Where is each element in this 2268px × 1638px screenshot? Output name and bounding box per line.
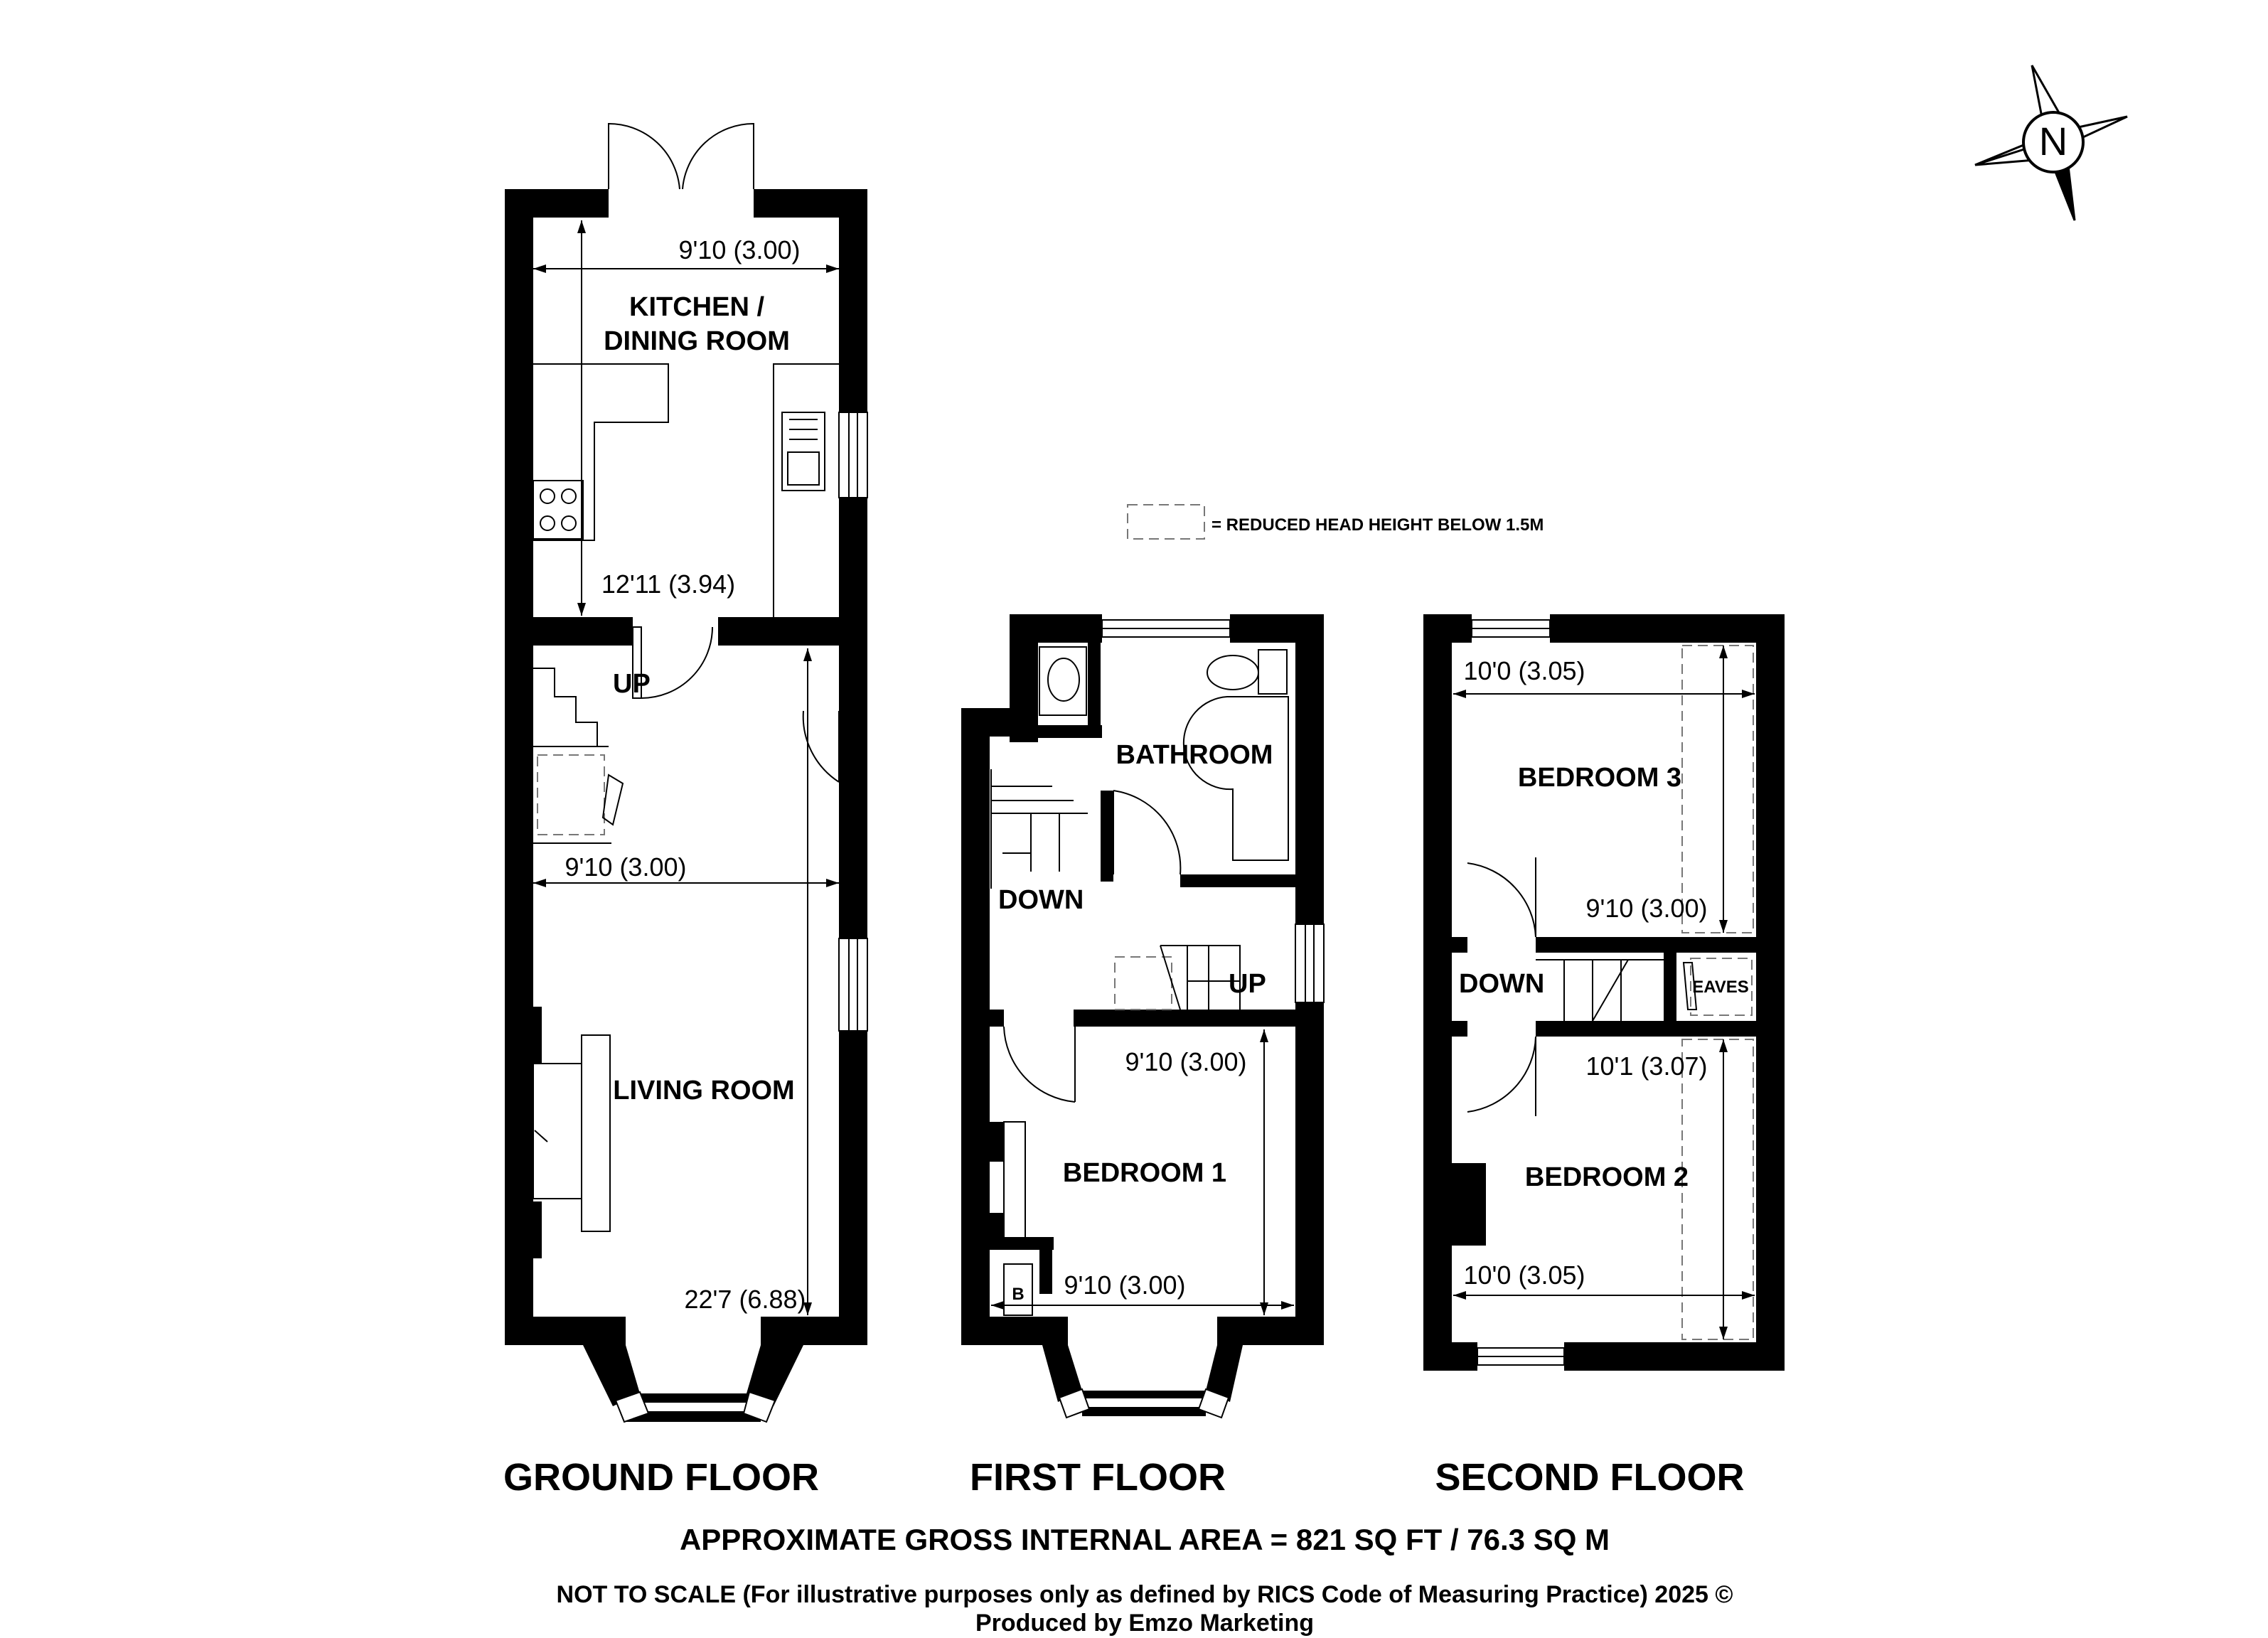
- legend: = REDUCED HEAD HEIGHT BELOW 1.5M: [1127, 504, 1544, 540]
- second-floor-plan: 10'0 (3.05) BEDROOM 3 9'10 (3.00) DOWN E…: [1423, 614, 1785, 1371]
- bedroom2-width: 10'0 (3.05): [1464, 1260, 1585, 1290]
- first-floor-label: FIRST FLOOR: [970, 1456, 1226, 1499]
- credit-text: Produced by Emzo Marketing: [975, 1610, 1314, 1637]
- bedroom1-length: 9'10 (3.00): [1125, 1047, 1247, 1076]
- stairs-up-label-first: UP: [1229, 969, 1266, 999]
- legend-text: = REDUCED HEAD HEIGHT BELOW 1.5M: [1211, 515, 1544, 535]
- ground-floor-label: GROUND FLOOR: [503, 1456, 819, 1499]
- boiler-label: B: [1012, 1285, 1024, 1304]
- stairs-down-label-second: DOWN: [1459, 969, 1544, 999]
- north-arrow-icon: N: [1974, 65, 2128, 221]
- gross-area-text: APPROXIMATE GROSS INTERNAL AREA = 821 SQ…: [680, 1523, 1610, 1556]
- ground-floor-plan: 9'10 (3.00) KITCHEN / DINING ROOM 12'11 …: [505, 122, 868, 1423]
- living-room-name: LIVING ROOM: [613, 1076, 794, 1106]
- bathroom-name: BATHROOM: [1116, 740, 1273, 770]
- kitchen-name-line1: KITCHEN /: [629, 292, 764, 322]
- kitchen-width: 9'10 (3.00): [679, 235, 801, 264]
- disclaimer-text: NOT TO SCALE (For illustrative purposes …: [557, 1581, 1733, 1608]
- kitchen-length: 12'11 (3.94): [601, 569, 735, 599]
- bedroom1-name: BEDROOM 1: [1063, 1158, 1226, 1188]
- north-label: N: [2039, 119, 2068, 164]
- eaves-label: EAVES: [1692, 978, 1749, 997]
- kitchen-name-line2: DINING ROOM: [604, 326, 790, 356]
- living-length: 22'7 (6.88): [685, 1285, 806, 1314]
- bedroom3-length: 9'10 (3.00): [1586, 894, 1708, 923]
- stairs-down-label: DOWN: [998, 885, 1084, 915]
- bedroom1-width: 9'10 (3.00): [1064, 1270, 1186, 1300]
- bedroom3-name: BEDROOM 3: [1518, 763, 1681, 793]
- bedroom2-name: BEDROOM 2: [1525, 1162, 1689, 1192]
- second-floor-label: SECOND FLOOR: [1435, 1456, 1744, 1499]
- stairs-up-label: UP: [613, 669, 651, 699]
- first-floor-plan: B BATHROOM DOWN UP 9'10 (3.00) BEDROOM 1…: [961, 614, 1325, 1419]
- bedroom2-length: 10'1 (3.07): [1586, 1051, 1708, 1081]
- living-width: 9'10 (3.00): [565, 852, 687, 882]
- bedroom3-width: 10'0 (3.05): [1464, 656, 1585, 685]
